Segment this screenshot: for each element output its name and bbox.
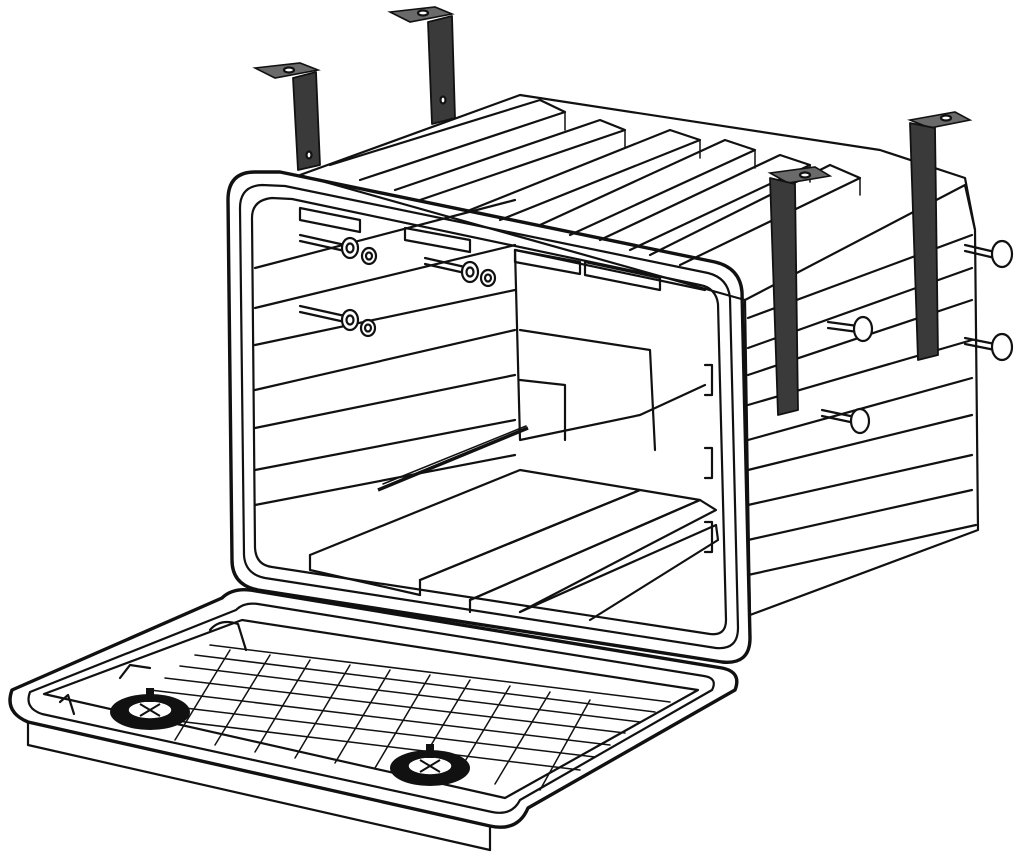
- lid-latch-left: [110, 688, 190, 730]
- bolt-2: [423, 256, 497, 288]
- bracket-1: [252, 62, 321, 171]
- bracket-4: [907, 111, 973, 361]
- lid-latch-right: [390, 744, 470, 786]
- outer-bolts: [820, 239, 1014, 435]
- open-lid: [8, 587, 739, 852]
- box-front-frame: [226, 170, 752, 664]
- brackets: [252, 6, 973, 416]
- bracket-2: [387, 6, 456, 125]
- bracket-3: [767, 166, 833, 416]
- bolt-3: [298, 304, 377, 338]
- bolt-5: [963, 332, 1014, 362]
- bolt-6: [820, 315, 874, 435]
- lid-grid: [119, 644, 671, 791]
- box-interior: [253, 198, 720, 622]
- bolt-1: [298, 233, 378, 266]
- inner-bolts: [298, 233, 497, 338]
- bolt-4: [963, 239, 1014, 269]
